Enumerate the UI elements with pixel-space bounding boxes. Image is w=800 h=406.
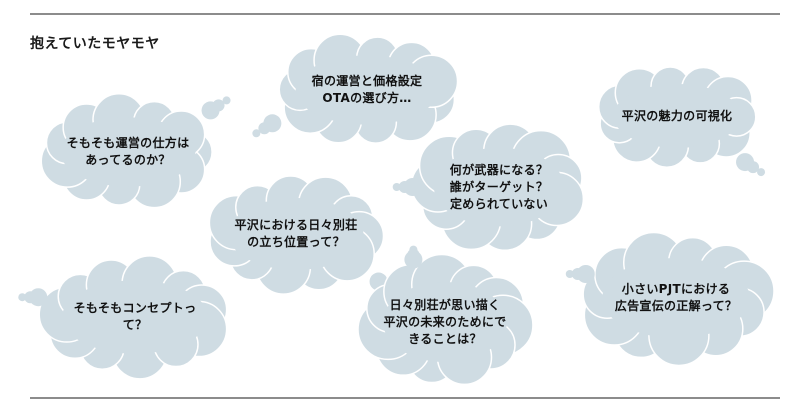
top-rule: [30, 13, 780, 15]
cloud-line: 誰がターゲット？: [449, 179, 549, 194]
cloud-line: そもそも運営の仕方は: [66, 136, 190, 150]
cloud-shape: [18, 255, 228, 380]
thought-bubble-dot: [392, 183, 401, 191]
thought-bubble-dot: [409, 245, 418, 254]
thought-bubble-dot: [258, 122, 271, 135]
thought-bubble-dot: [747, 161, 760, 174]
slide-title: 抱えていたモヤモヤ: [30, 36, 160, 52]
cloud-shape: [208, 175, 399, 296]
cloud-line: 日々別荘が思い描く: [389, 297, 501, 312]
cloud-line: 広告宣伝の正解って？: [614, 299, 738, 313]
cloud-line: きることは？: [408, 331, 482, 346]
cloud-line: OTAの選び方…: [322, 91, 412, 105]
cloud-text: 小さいPJTにおける 広告宣伝の正解って？: [582, 238, 770, 358]
cloud-line: 何が武器になる？: [449, 162, 549, 177]
thought-cloud-8: 小さいPJTにおける 広告宣伝の正解って？: [565, 231, 775, 367]
thought-cloud-4: 何が武器になる？ 誰がターゲット？ 定められていない: [392, 123, 585, 252]
cloud-shape: [392, 123, 585, 252]
cloud-body: [597, 66, 757, 168]
thought-cloud-1: そもそも運営の仕方は あってるのか？: [40, 93, 231, 209]
cloud-text: 宿の運営と価格設定 OTAの選び方…: [276, 38, 458, 142]
cloud-text: 日々別荘が思い描く 平沢の未来のためにで きることは？: [366, 262, 524, 382]
cloud-line: 平沢の未来のためにで: [383, 314, 507, 329]
thought-bubble-dot: [222, 96, 231, 105]
cloud-line: て？: [122, 318, 148, 332]
cloud-text: 何が武器になる？ 誰がターゲット？ 定められていない: [416, 128, 582, 246]
thought-bubble-dot: [565, 270, 574, 278]
cloud-text: そもそもコンセプトっ て？: [42, 262, 228, 372]
thought-bubble-dot: [398, 181, 411, 193]
cloud-shape: [565, 231, 775, 367]
cloud-line: 小さいPJTにおける: [621, 282, 731, 296]
thought-bubble-dot: [212, 99, 225, 112]
thought-cloud-5: 平沢における日々別荘 の立ち位置って？: [208, 175, 399, 296]
cloud-body: [357, 253, 534, 386]
cloud-shape: [252, 33, 459, 144]
cloud-body: [278, 33, 459, 144]
cloud-text: 平沢における日々別荘 の立ち位置って？: [210, 180, 382, 288]
cloud-shape: [597, 66, 766, 177]
cloud-line: 平沢における日々別荘: [234, 218, 358, 232]
thought-bubble-dot: [18, 293, 27, 302]
thought-cloud-2: 宿の運営と価格設定 OTAの選び方…: [252, 33, 459, 144]
thought-bubble-dot: [252, 129, 261, 138]
cloud-text: 平沢の魅力の可視化: [596, 68, 758, 164]
thought-bubble-dot: [757, 168, 766, 177]
cloud-line: の立ち位置って？: [247, 235, 345, 249]
cloud-line: 平沢の魅力の可視化: [621, 108, 733, 123]
thought-cloud-6: そもそもコンセプトっ て？: [18, 255, 228, 380]
cloud-shape: [40, 93, 231, 209]
cloud-line: 宿の運営と価格設定: [311, 74, 423, 88]
cloud-body: [410, 123, 585, 252]
bottom-rule: [30, 397, 780, 399]
cloud-line: あってるのか？: [85, 153, 171, 167]
cloud-line: そもそもコンセプトっ: [73, 301, 197, 315]
cloud-body: [582, 231, 775, 367]
cloud-text: そもそも運営の仕方は あってるのか？: [42, 100, 214, 204]
cloud-body: [208, 175, 385, 295]
thought-cloud-3: 平沢の魅力の可視化: [596, 66, 766, 177]
cloud-body: [38, 255, 228, 380]
thought-bubble-dot: [24, 291, 37, 304]
thought-bubble-dot: [571, 268, 584, 280]
cloud-shape: [357, 245, 534, 386]
cloud-body: [40, 93, 213, 209]
thought-cloud-7: 日々別荘が思い描く 平沢の未来のためにで きることは？: [357, 245, 534, 386]
cloud-line: 定められていない: [449, 196, 549, 211]
